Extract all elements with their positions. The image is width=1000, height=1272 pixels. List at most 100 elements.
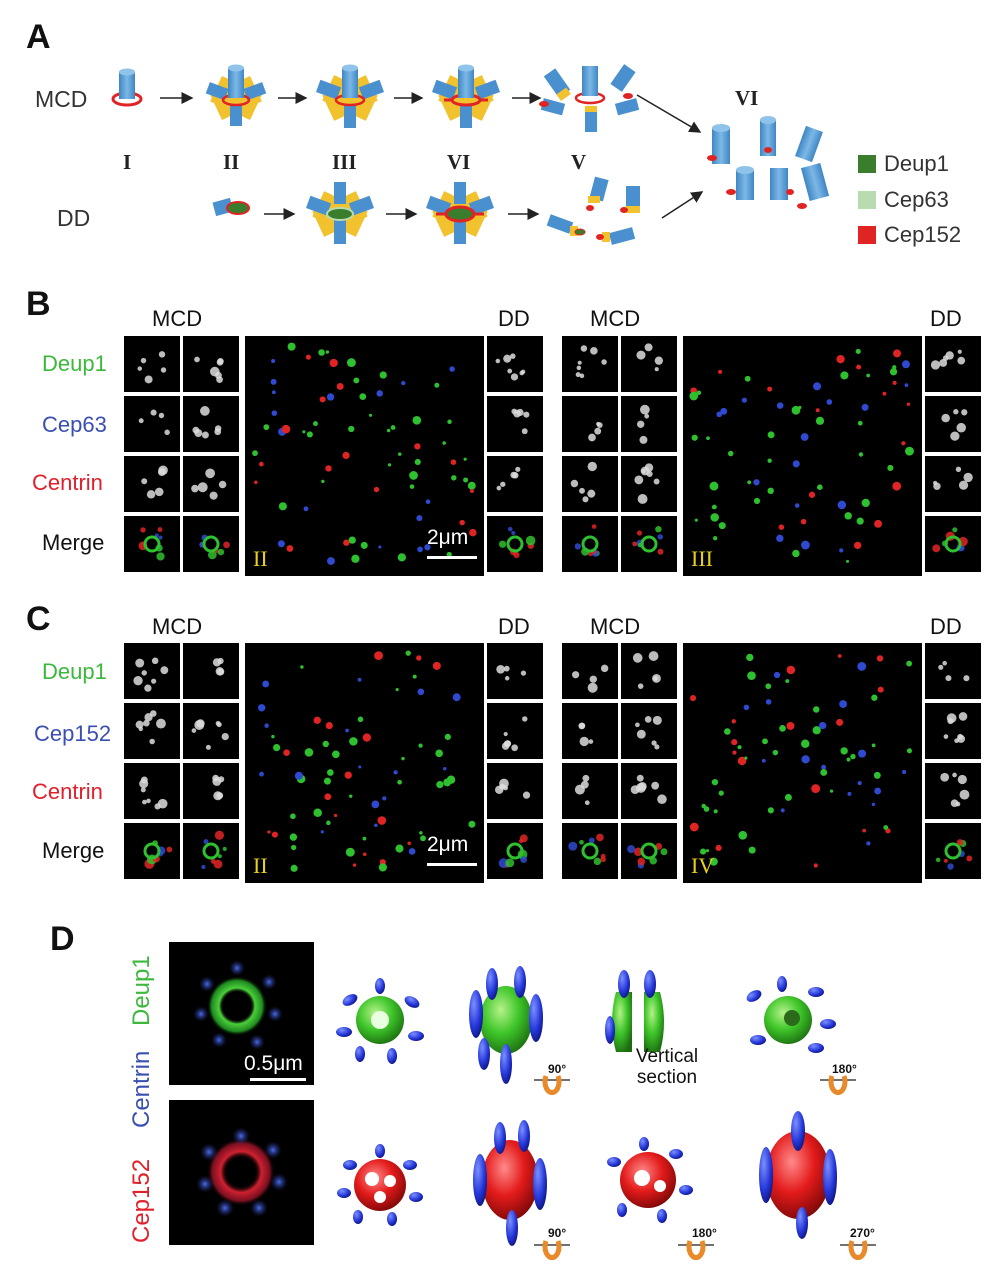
panel-b-right-dd-tile-1 xyxy=(925,336,981,392)
panel-c-scale-label: 2μm xyxy=(427,833,469,856)
panel-b-channel-deup1: Deup1 xyxy=(42,351,107,376)
panel-c-letter: C xyxy=(26,600,51,638)
panel-c-right-mcd1-tile-2 xyxy=(562,703,618,759)
panel-b-left-dd-tile-4 xyxy=(487,516,543,572)
panel-b-right-mcd-header: MCD xyxy=(590,306,641,331)
legend-cep152: Cep152 xyxy=(858,222,961,248)
panel-c-right-mcd1-tile-3 xyxy=(562,763,618,819)
panel-d-letter: D xyxy=(50,920,75,958)
cep152-3d-270-view xyxy=(759,1111,837,1239)
vertical-section-line-1: Vertical xyxy=(635,1046,699,1067)
panel-b-right-stage-label: III xyxy=(691,546,713,571)
stage-label-final: VI xyxy=(735,86,759,110)
rotation-label-top-90: 90° xyxy=(548,1062,567,1076)
panel-c-right-mcd2-tile-4 xyxy=(621,823,677,879)
rotate-270-icon-bottom xyxy=(840,1240,876,1260)
panel-c-channel-deup1: Deup1 xyxy=(42,659,107,684)
cep152-3d-top-view xyxy=(337,1144,423,1226)
panel-b-letter: B xyxy=(26,285,51,323)
panel-b-channel-merge: Merge xyxy=(42,530,105,555)
panel-b-left-dd-tile-1 xyxy=(487,336,543,392)
panel-b-right-dd-tile-2 xyxy=(925,396,981,452)
panel-a-dd-label: DD xyxy=(57,205,91,231)
panel-b-right-mcd1-tile-3 xyxy=(562,456,618,512)
stage-1-diagram xyxy=(111,68,143,107)
stage-4-diagram xyxy=(431,64,501,128)
panel-b-channel-centrin: Centrin xyxy=(32,470,103,495)
legend-swatch-deup1 xyxy=(858,155,876,173)
stage-label-1: I xyxy=(123,150,132,174)
panel-d-label-centrin: Centrin xyxy=(128,1050,155,1128)
panel-b-channel-cep63: Cep63 xyxy=(42,412,107,437)
panel-d-scale-label: 0.5μm xyxy=(244,1052,303,1075)
panel-b-right-mcd2-tile-3 xyxy=(621,456,677,512)
stage-final-diagram xyxy=(707,116,830,209)
deup1-3d-90-view xyxy=(469,966,543,1084)
dd-stage-4-diagram xyxy=(546,176,640,245)
legend-deup1: Deup1 xyxy=(858,151,949,177)
panel-b-right-dd-tile-3 xyxy=(925,456,981,512)
panel-a-schematic xyxy=(111,64,830,245)
dd-stage-3-diagram xyxy=(425,182,495,244)
panel-c-left-mcd2-tile-1 xyxy=(183,643,239,699)
panel-c-right-dd-tile-1 xyxy=(925,643,981,699)
stage-label-4: VI xyxy=(447,150,471,174)
panel-b-left-mcd2-tile-3 xyxy=(183,456,239,512)
rotate-90-icon-top xyxy=(534,1075,570,1096)
panel-a-mcd-label: MCD xyxy=(35,86,88,112)
panel-b-right-mcd1-tile-1 xyxy=(562,336,618,392)
panel-c-right-stage-label: IV xyxy=(691,853,715,878)
panel-b-left-overview: II 2μm xyxy=(245,336,484,576)
panel-d-label-deup1: Deup1 xyxy=(128,955,155,1026)
panel-c-left-mcd1-tile-1 xyxy=(124,643,180,699)
panel-b-right-mcd1-tile-4 xyxy=(562,516,618,572)
panel-c-right-mcd1-tile-4 xyxy=(562,823,618,879)
panel-c-channel-merge: Merge xyxy=(42,838,105,863)
rotate-180-icon-top xyxy=(820,1075,856,1096)
vertical-section-label: Vertical section xyxy=(612,1046,722,1088)
panel-c-left-mcd2-tile-4 xyxy=(183,823,239,879)
panel-c-right-mcd2-tile-3 xyxy=(621,763,677,819)
panel-d-label-cep152: Cep152 xyxy=(128,1158,155,1243)
panel-b-left-mcd-header: MCD xyxy=(152,306,203,331)
panel-b-left-dd-tile-3 xyxy=(487,456,543,512)
panel-b-left-dd-header: DD xyxy=(498,306,530,331)
panel-c-left-dd-tile-3 xyxy=(487,763,543,819)
panel-c-left-mcd2-tile-3 xyxy=(183,763,239,819)
panel-b-left-stage-label: II xyxy=(253,546,268,571)
cep152-3d-90-view xyxy=(473,1120,547,1246)
panel-c-right-dd-header: DD xyxy=(930,614,962,639)
stage-3-diagram xyxy=(315,64,385,128)
panel-c-channel-centrin: Centrin xyxy=(32,779,103,804)
panel-c-scale-bar xyxy=(427,863,477,866)
panel-c-right-mcd2-tile-1 xyxy=(621,643,677,699)
panel-b-scale-bar xyxy=(427,556,477,559)
legend-label-deup1: Deup1 xyxy=(884,151,949,176)
panel-c-right-dd-tile-3 xyxy=(925,763,981,819)
panel-d-scale-bar xyxy=(250,1078,306,1081)
panel-c-right-mcd-header: MCD xyxy=(590,614,641,639)
panel-b-right-mcd2-tile-1 xyxy=(621,336,677,392)
panel-b-left-mcd1-tile-4 xyxy=(124,516,180,572)
panel-a-letter: A xyxy=(26,18,51,56)
panel-c-left-mcd1-tile-3 xyxy=(124,763,180,819)
panel-b-left-mcd1-tile-3 xyxy=(124,456,180,512)
deup1-3d-vertical-section xyxy=(605,970,664,1052)
panel-c-left-dd-tile-1 xyxy=(487,643,543,699)
rotation-label-bottom-270: 270° xyxy=(850,1226,875,1240)
stage-label-2: II xyxy=(223,150,240,174)
panel-c-left-dd-tile-4 xyxy=(487,823,543,879)
panel-b-scale-label: 2μm xyxy=(427,526,469,549)
rotation-label-bottom-180: 180° xyxy=(692,1226,717,1240)
panel-b-left-mcd2-tile-4 xyxy=(183,516,239,572)
panel-b-left-mcd1-tile-2 xyxy=(124,396,180,452)
stage-label-3: III xyxy=(332,150,357,174)
rotation-label-top-180: 180° xyxy=(832,1062,857,1076)
legend-cep63: Cep63 xyxy=(858,187,949,213)
panel-c-right-overview: IV xyxy=(683,643,922,883)
rotate-180-icon-bottom xyxy=(678,1240,714,1260)
panel-c-right-dd-tile-4 xyxy=(925,823,981,879)
vertical-section-line-2: section xyxy=(636,1067,698,1088)
